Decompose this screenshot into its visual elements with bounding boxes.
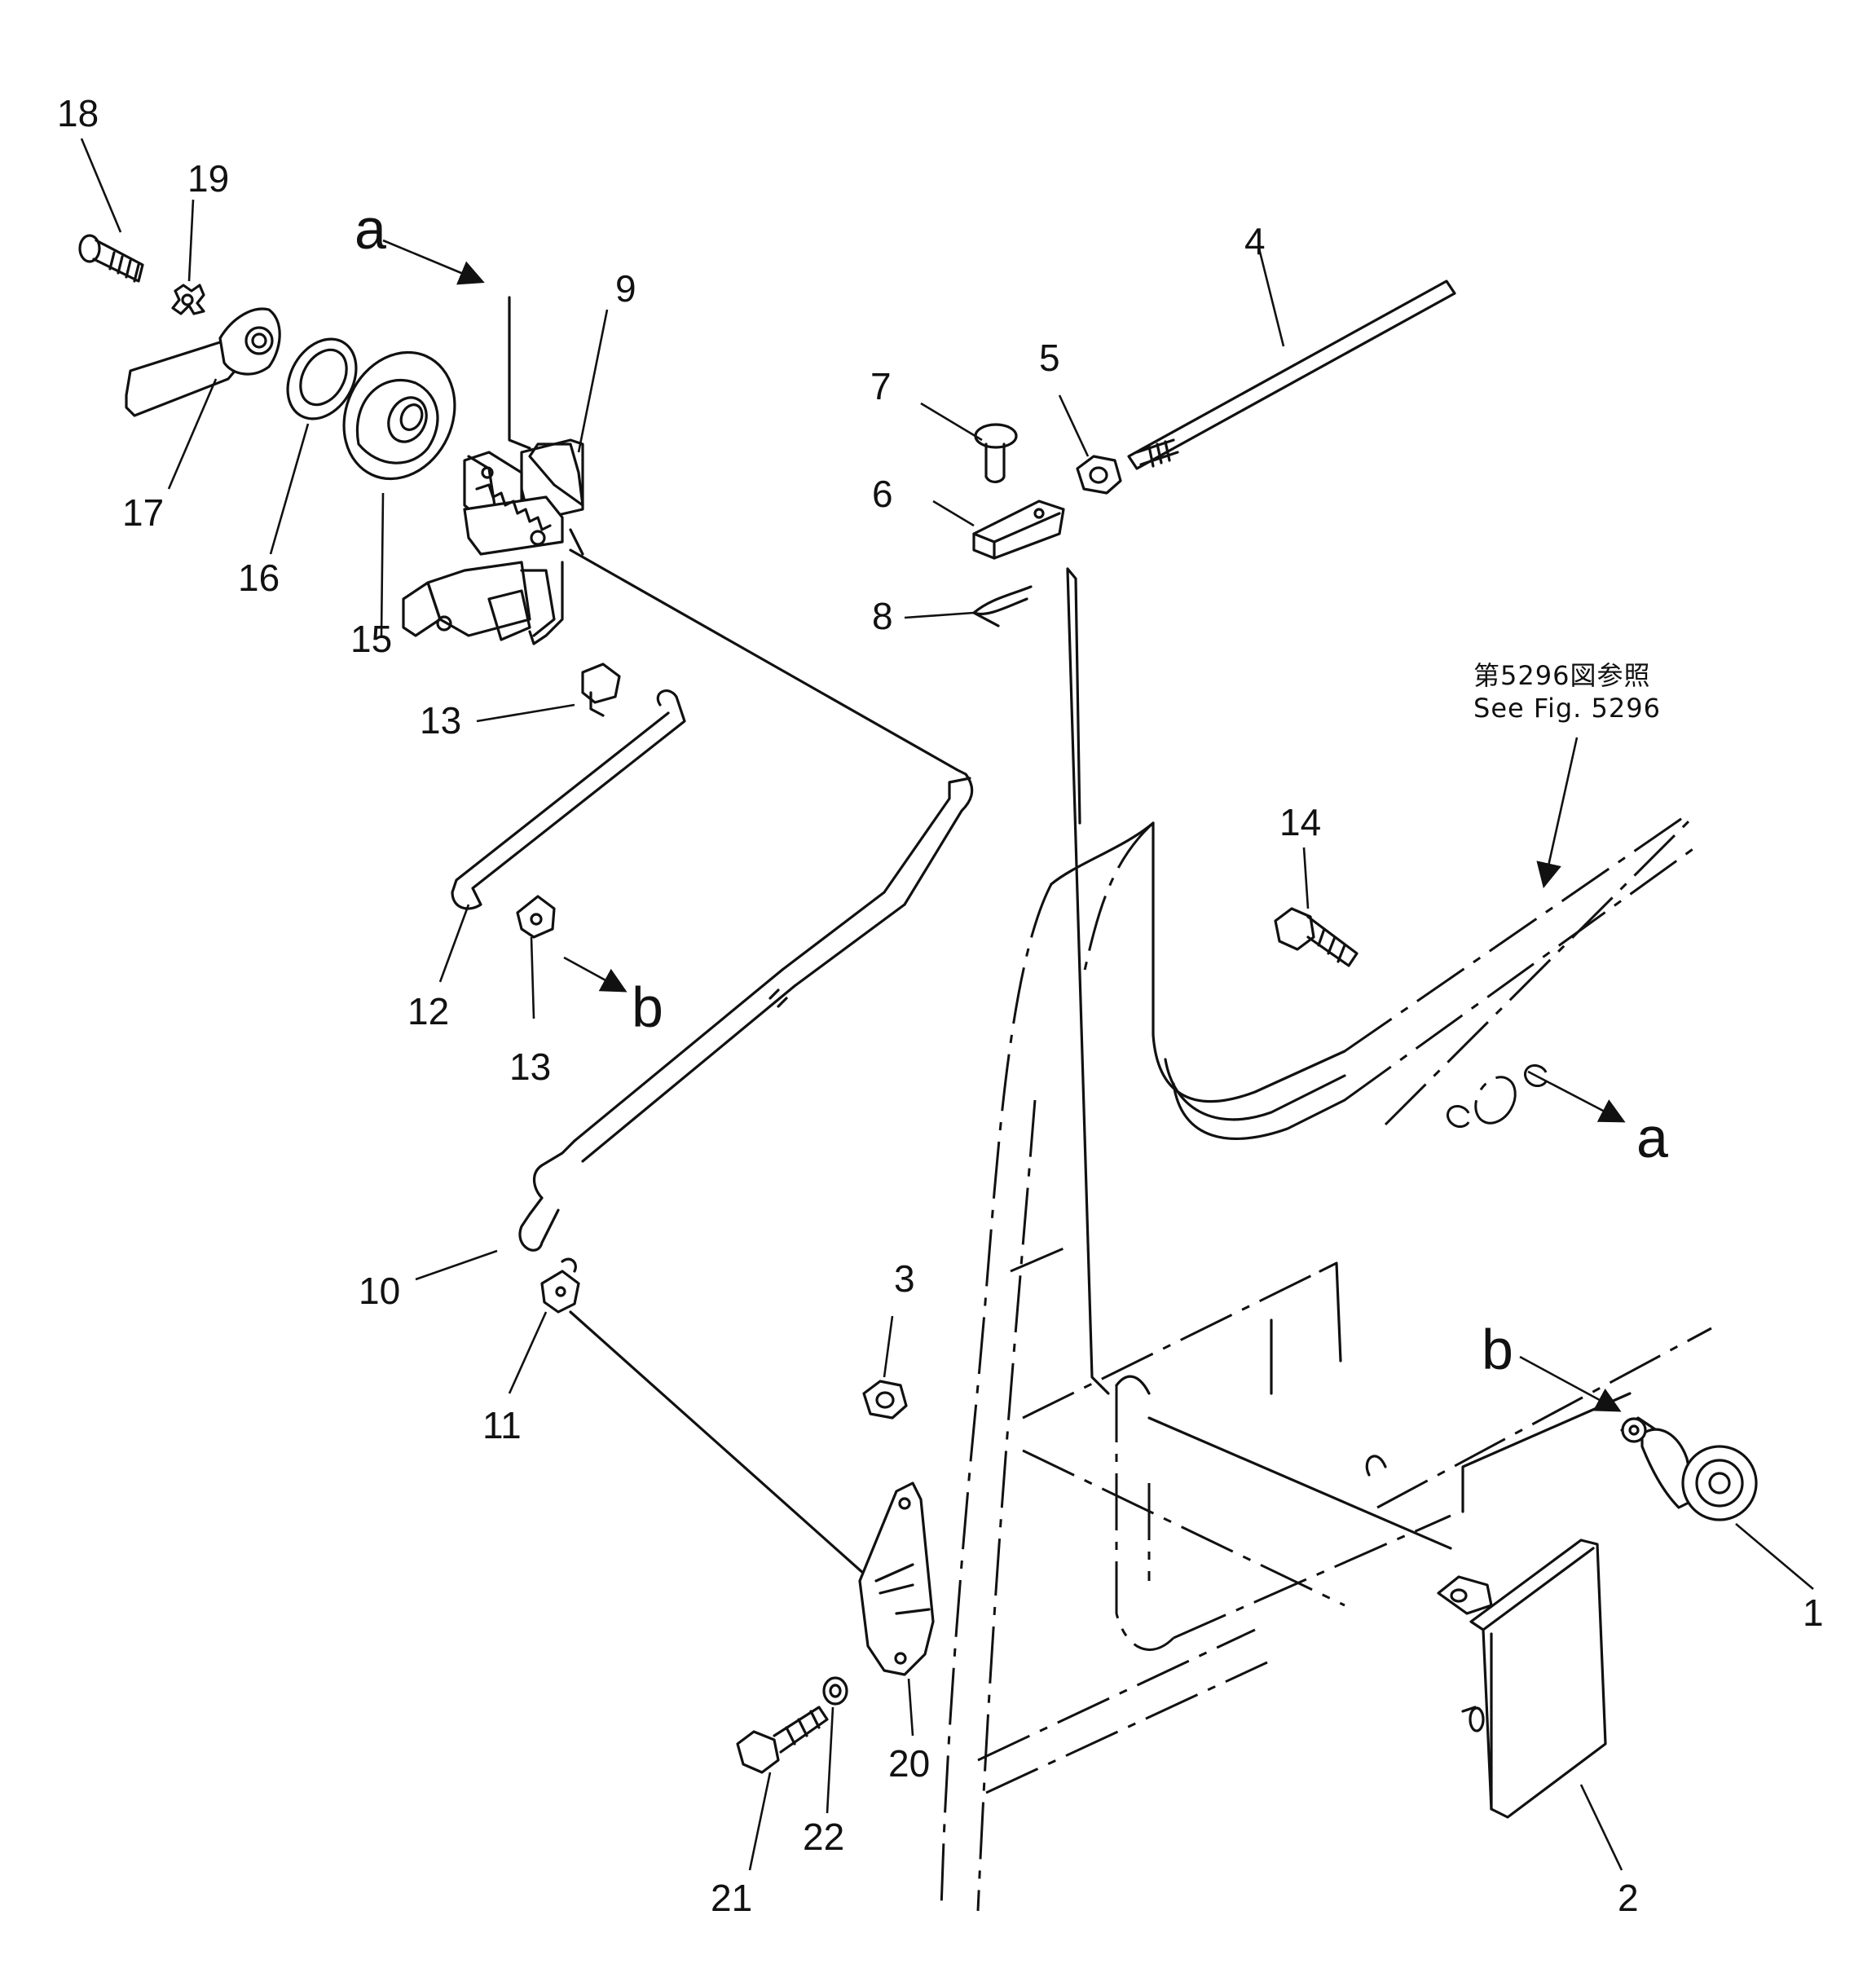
callout-18: 18 [57,92,99,134]
callout-7: 7 [870,365,892,407]
clip-part-13-upper [581,663,621,717]
callout-21: 21 [711,1877,752,1919]
callout-16: 16 [238,557,280,599]
grommet-part-15 [342,350,456,481]
door-frame-outline [940,813,1712,1912]
bolt-part-14 [1274,907,1359,967]
callout-13-lower: 13 [509,1046,551,1088]
callout-5: 5 [1039,337,1060,379]
callout-20: 20 [888,1742,930,1785]
callout-22: 22 [803,1816,844,1858]
callout-1: 1 [1803,1591,1824,1634]
callout-17: 17 [122,491,164,534]
view-letter-a-top: a [355,197,386,261]
callout-6: 6 [872,473,893,515]
block-part-6 [972,500,1065,560]
callout-4: 4 [1244,220,1266,262]
callout-19: 19 [187,157,229,200]
callout-11: 11 [482,1404,522,1446]
callout-2: 2 [1618,1877,1639,1919]
callout-3: 3 [894,1257,915,1300]
mounting-holes [1446,1063,1549,1129]
view-arrows [382,239,1626,1412]
pin-part-7 [974,423,1018,483]
callout-9: 9 [615,267,636,310]
rod-part-4 [1127,280,1456,470]
bracket-part-2 [1437,1539,1607,1819]
reference-note-ja: 第5296図参照 [1473,660,1650,691]
view-letters: a b a b [355,197,1668,1381]
view-letter-b-left: b [632,975,663,1039]
nut-part-3 [862,1380,908,1420]
callout-8: 8 [872,595,893,637]
handle-part-17 [125,307,281,417]
callout-numbers: 1 2 3 4 5 6 7 8 9 10 11 12 13 13 14 15 1… [57,92,1824,1919]
latch-part-20 [858,1481,935,1676]
view-letter-a-right: a [1636,1106,1668,1169]
callout-15: 15 [350,618,392,660]
callout-leaders [80,138,1814,1871]
rod-part-10 [518,548,974,1252]
callout-12: 12 [407,990,449,1032]
ring-part-16 [286,337,358,420]
callout-10: 10 [359,1270,400,1312]
bolt-part-18 [78,234,144,283]
knob-part-1 [1620,1416,1758,1521]
washer-part-22 [822,1676,848,1706]
clip-part-13-lower [516,895,556,939]
reference-note: 第5296図参照 See Fig. 5296 [1473,660,1661,724]
cotter-pin-part-8 [972,585,1033,627]
clip-part-11 [540,1257,580,1314]
bolt-part-21 [736,1706,829,1774]
nut-part-5 [1076,455,1122,495]
lock-washer-part-19 [171,284,205,315]
view-letter-b-right: b [1482,1318,1513,1381]
rod-part-12 [451,689,686,910]
latch-assembly-part-9 [402,296,584,645]
callout-14: 14 [1279,801,1321,843]
reference-note-en: See Fig. 5296 [1473,693,1661,724]
callout-13-upper: 13 [420,699,461,742]
